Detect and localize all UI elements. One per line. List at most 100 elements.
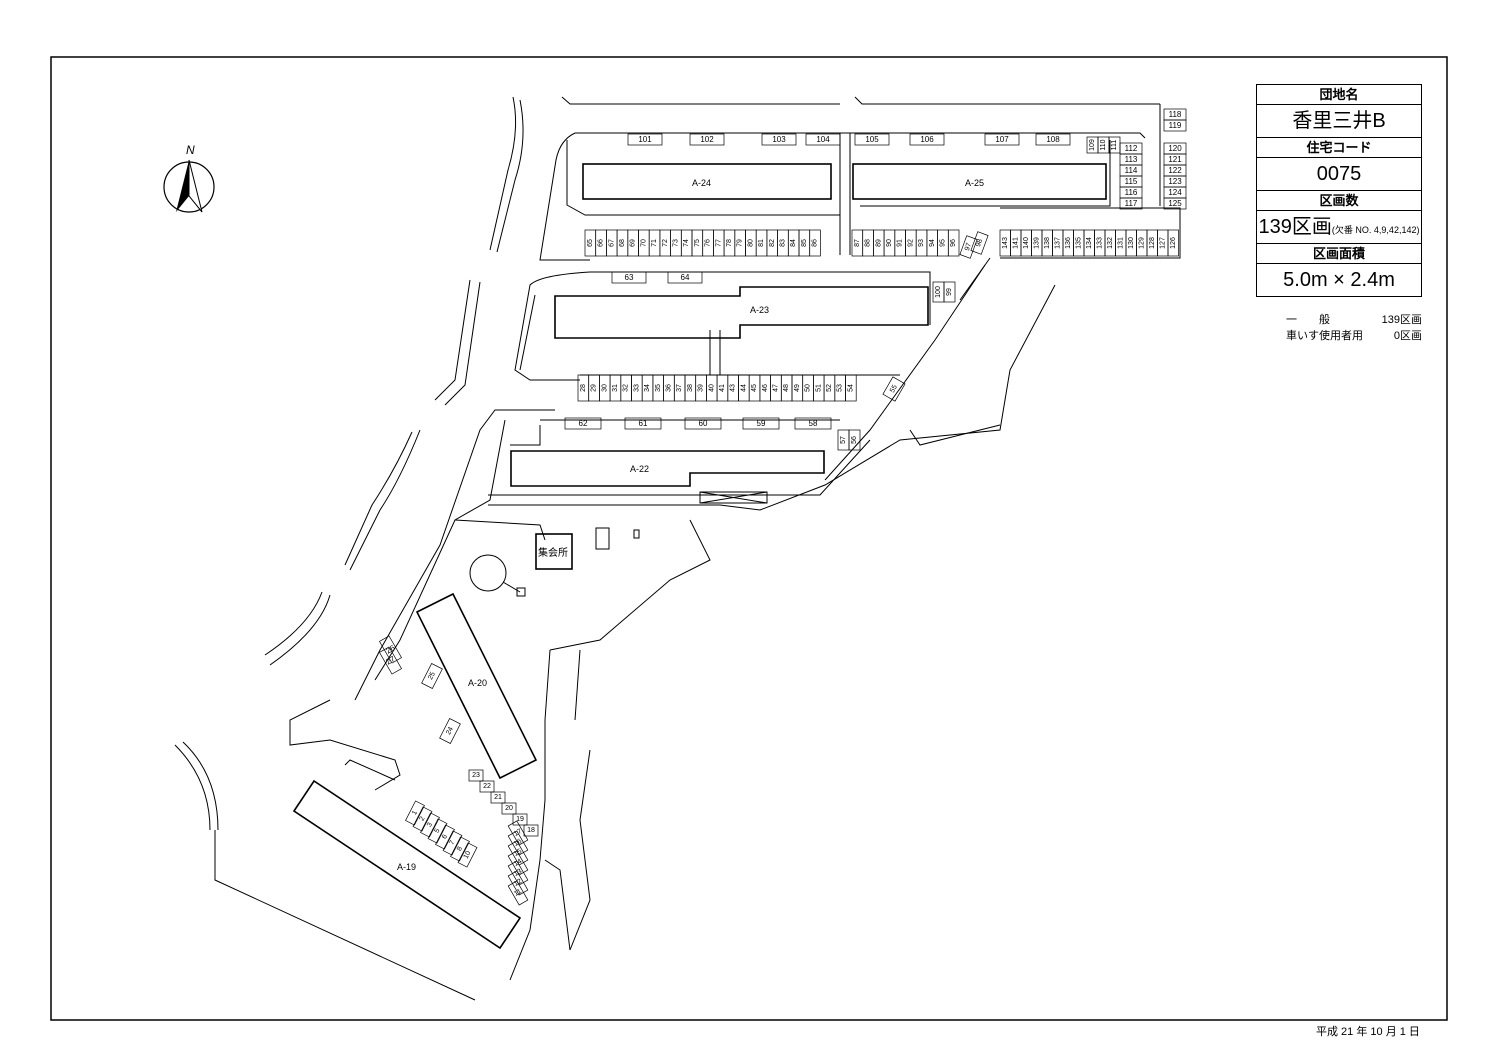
buildings <box>292 163 1107 950</box>
parking-stall-number: 51 <box>815 384 822 392</box>
parking-stall: 23 <box>468 769 484 782</box>
parking-stall: 90 <box>883 229 896 257</box>
parking-stall: 139 <box>1031 229 1043 257</box>
building-a25 <box>852 163 1107 200</box>
parking-stall-number: 10 <box>463 850 473 860</box>
parking-stall-number: 73 <box>672 239 679 247</box>
parking-stall: 108 <box>1035 133 1071 146</box>
parking-stall-number: 102 <box>700 135 714 144</box>
parking-stall: 92 <box>905 229 917 257</box>
parking-stall: 78 <box>723 229 736 257</box>
parking-stall-number: 34 <box>644 384 651 392</box>
parking-stall-number: 138 <box>1044 237 1051 249</box>
parking-stall-number: 122 <box>1168 166 1182 175</box>
housing-code: 0075 <box>1257 158 1421 191</box>
parking-stall: 103 <box>761 133 797 146</box>
parking-stall: 73 <box>670 229 682 257</box>
parking-stall-number: 82 <box>769 239 776 247</box>
parking-stall-box <box>761 133 797 146</box>
parking-stall-number: 21 <box>494 794 502 801</box>
parking-stall-number: 85 <box>801 239 808 247</box>
parking-stall-box <box>435 824 455 850</box>
parking-stall: 99 <box>943 281 956 303</box>
building-label-a25: A-25 <box>965 178 984 188</box>
parking-stall: 81 <box>755 229 768 257</box>
parking-stall-box <box>794 417 832 430</box>
parking-stall: 105 <box>854 133 890 146</box>
estate-name: 香里三井B <box>1257 105 1421 138</box>
small-structure <box>633 529 640 539</box>
parking-stall: 3 <box>420 812 440 838</box>
parking-stall: 19 <box>512 813 528 826</box>
parking-stall-number: 67 <box>608 239 615 247</box>
parking-stall-number: 110 <box>1100 139 1107 150</box>
parking-stall-number: 46 <box>762 384 769 392</box>
parking-stall-number: 79 <box>737 239 744 247</box>
parking-stall-number: 98 <box>975 238 984 248</box>
parking-stall: 62 <box>564 417 602 430</box>
building-label-a23: A-23 <box>750 305 769 315</box>
parking-stall-box <box>1035 133 1071 146</box>
building-a24 <box>582 163 832 200</box>
parking-stall-number: 78 <box>726 239 733 247</box>
parking-stall-number: 61 <box>639 419 648 428</box>
parking-stall-box <box>624 417 662 430</box>
parking-stall: 41 <box>716 374 729 402</box>
parking-stall: 64 <box>667 271 703 284</box>
parking-stall-number: 127 <box>1159 237 1166 249</box>
parking-stall-number: 80 <box>747 239 754 247</box>
stat-row-general: 一 般 139区画 <box>1286 312 1422 328</box>
parking-stall: 55 <box>882 376 906 402</box>
parking-stall: 40 <box>706 374 718 402</box>
parking-stall-number: 6 <box>441 834 449 841</box>
parking-stall: 50 <box>802 374 814 402</box>
parking-stall: 29 <box>588 374 600 402</box>
parking-stall-number: 93 <box>918 239 925 247</box>
parking-stall-box <box>1163 119 1187 132</box>
parking-stall-box <box>689 133 725 146</box>
parking-stall-number: 54 <box>847 384 854 392</box>
parking-stall-number: 141 <box>1012 237 1019 249</box>
parking-stall-number: 108 <box>1046 135 1060 144</box>
parking-stall-number: 44 <box>740 384 747 392</box>
parking-stall-number: 63 <box>625 273 634 282</box>
parking-stall-box <box>943 281 956 303</box>
parking-stall-number: 101 <box>638 135 652 144</box>
parking-stall-number: 55 <box>889 384 899 394</box>
parking-stall: 58 <box>794 417 832 430</box>
parking-stall: 52 <box>823 374 836 402</box>
parking-stall-number: 38 <box>687 384 694 392</box>
parking-stall-number: 134 <box>1086 237 1093 249</box>
parking-stall-number: 77 <box>715 239 722 247</box>
building-a20 <box>415 592 538 780</box>
parking-stall: 115 <box>1119 175 1143 188</box>
parking-stall: 106 <box>909 133 945 146</box>
building-assembly-hall <box>535 533 573 570</box>
parking-stall-number: 30 <box>601 384 608 392</box>
lot-area: 5.0m × 2.4m <box>1283 269 1395 291</box>
parking-stall-number: 5 <box>433 828 441 835</box>
parking-stall: 83 <box>777 229 789 257</box>
parking-stall: 87 <box>851 229 864 257</box>
parking-stall-number: 129 <box>1138 237 1145 249</box>
parking-stall: 46 <box>759 374 771 402</box>
water-tank-icon <box>469 554 526 597</box>
parking-stall-box <box>627 133 663 146</box>
parking-stall-number: 25 <box>427 671 437 681</box>
parking-stall-number: 33 <box>633 384 640 392</box>
parking-stall-number: 39 <box>698 384 705 392</box>
parking-stall-number: 57 <box>840 436 847 444</box>
parking-stall-number: 59 <box>757 419 766 428</box>
parking-stall-number: 94 <box>929 239 936 247</box>
parking-stall-number: 112 <box>1125 144 1138 153</box>
parking-stall-box <box>909 133 945 146</box>
parking-stall-number: 118 <box>1169 110 1182 119</box>
parking-stall: 49 <box>791 374 804 402</box>
parking-stall-number: 124 <box>1168 188 1182 197</box>
parking-stall: 130 <box>1125 229 1137 257</box>
parking-stall-number: 24 <box>445 726 455 736</box>
parking-stall: 114 <box>1119 164 1143 177</box>
parking-stall: 132 <box>1104 229 1116 257</box>
parking-stall: 86 <box>809 229 821 257</box>
parking-stall-number: 105 <box>865 135 879 144</box>
